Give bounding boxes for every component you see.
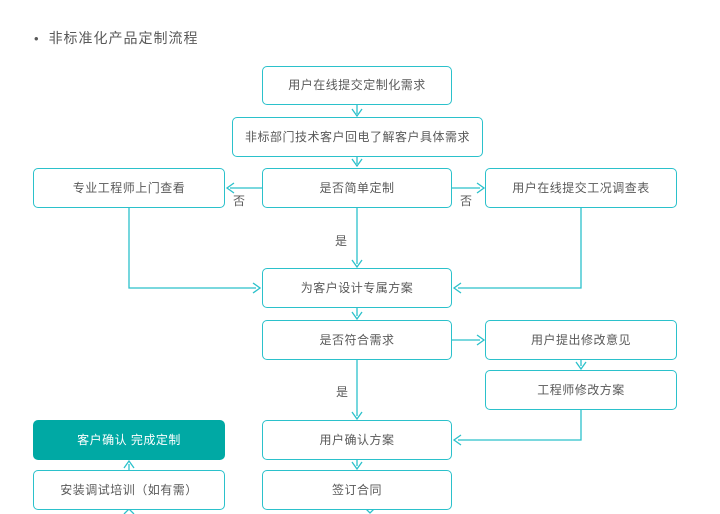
flow-node-feedback: 用户提出修改意见 <box>485 320 677 360</box>
page-title-text: 非标准化产品定制流程 <box>48 30 199 46</box>
arrow-meet-to-feedback <box>452 334 486 346</box>
edge-label-no-right: 否 <box>457 194 475 208</box>
arrow-survey-to-design <box>452 208 582 294</box>
arrow-confirm-to-sign <box>351 460 363 471</box>
flow-node-survey-form: 用户在线提交工况调查表 <box>485 168 677 208</box>
flow-node-simple-custom: 是否简单定制 <box>262 168 452 208</box>
flow-node-revise-plan: 工程师修改方案 <box>485 370 677 410</box>
flow-node-callback: 非标部门技术客户回电了解客户具体需求 <box>232 117 483 157</box>
flow-node-design-plan: 为客户设计专属方案 <box>262 268 452 308</box>
flow-node-confirm-plan: 用户确认方案 <box>262 420 452 460</box>
arrow-revise-to-confirm <box>452 410 582 446</box>
arrow-design-to-meet <box>351 308 363 321</box>
page-title: • 非标准化产品定制流程 <box>34 28 199 48</box>
arrow-simple-to-visit <box>225 182 262 194</box>
flow-node-confirm-complete: 客户确认 完成定制 <box>33 420 225 460</box>
flow-node-install-training: 安装调试培训（如有需） <box>33 470 225 510</box>
arrow-simple-to-survey <box>452 182 486 194</box>
flow-node-sign-contract: 签订合同 <box>262 470 452 510</box>
arrow-meet-to-confirm <box>351 360 363 421</box>
edge-label-yes-confirm: 是 <box>333 385 351 399</box>
arrow-training-to-complete <box>123 459 135 470</box>
arrow-simple-to-design <box>351 208 363 269</box>
bullet-icon: • <box>34 30 40 46</box>
flow-node-meet-needs: 是否符合需求 <box>262 320 452 360</box>
edge-label-no-left: 否 <box>230 194 248 208</box>
arrow-callback-to-simple <box>351 157 363 168</box>
arrow-submit-to-callback <box>351 105 363 118</box>
flow-node-submit-request: 用户在线提交定制化需求 <box>262 66 452 105</box>
arrow-visit-to-design <box>128 208 262 294</box>
edge-label-yes-design: 是 <box>332 234 350 248</box>
arrow-feedback-to-revise <box>575 360 587 371</box>
flow-node-engineer-visit: 专业工程师上门查看 <box>33 168 225 208</box>
